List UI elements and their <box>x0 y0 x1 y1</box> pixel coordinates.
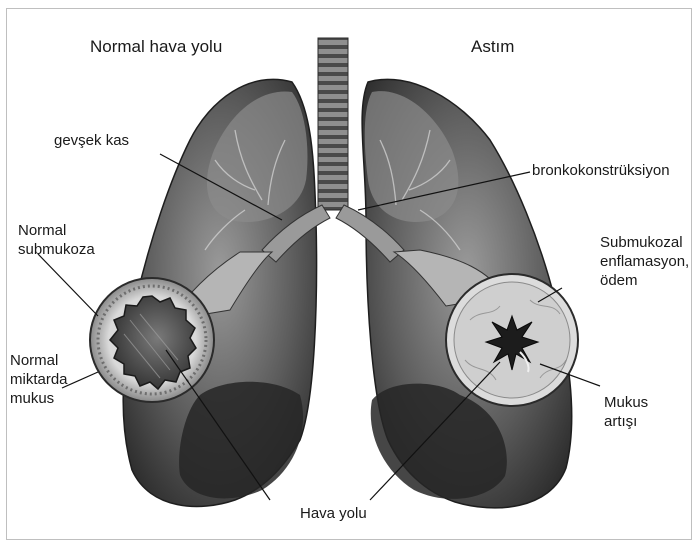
label-submucosal-2: enflamasyon, <box>600 253 689 271</box>
header-normal-airway: Normal hava yolu <box>90 38 222 56</box>
label-bronchoconstriction: bronkokonstrüksiyon <box>532 162 670 180</box>
label-normal-mucus-3: mukus <box>10 390 54 408</box>
trachea <box>318 38 348 210</box>
label-normal-mucus-1: Normal <box>10 352 58 370</box>
label-submucosal-1: Submukozal <box>600 234 683 252</box>
label-normal-submucosa-2: submukoza <box>18 241 95 259</box>
label-normal-mucus-2: miktarda <box>10 371 68 389</box>
header-asthma: Astım <box>471 38 514 56</box>
label-mucus-increase-2: artışı <box>604 413 637 431</box>
label-airway: Hava yolu <box>300 505 367 523</box>
label-mucus-increase-1: Mukus <box>604 394 648 412</box>
label-normal-submucosa-1: Normal <box>18 222 66 240</box>
label-submucosal-3: ödem <box>600 272 638 290</box>
label-relaxed-muscle: gevşek kas <box>54 132 129 150</box>
left-lung-base <box>179 382 303 499</box>
